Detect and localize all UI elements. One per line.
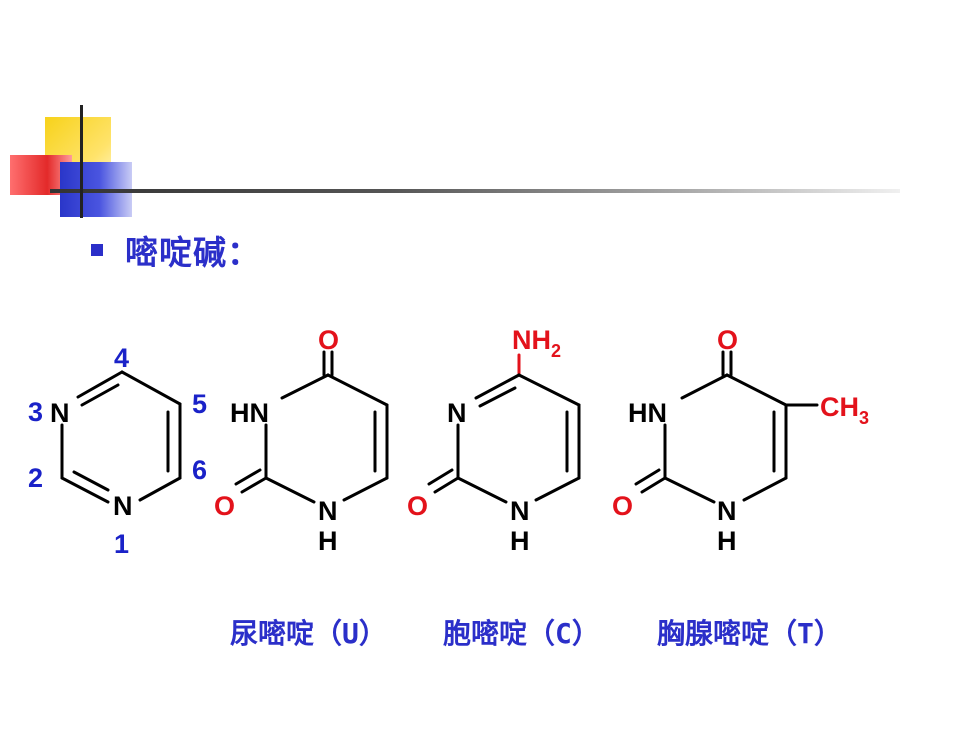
bond-c2-o-double: [427, 468, 454, 486]
cytosine-caption: 胞嘧啶（C）: [443, 617, 600, 650]
bond-c2-n1: [60, 476, 110, 504]
bond-c2-n1: [264, 476, 316, 504]
bond-c4-n3-double: [478, 386, 517, 408]
uracil-caption: 尿嘧啶（U）: [230, 617, 387, 650]
atom-hn3: HN: [628, 398, 667, 428]
atom-o2: O: [407, 491, 428, 521]
bond-c4-n3-double: [80, 383, 120, 407]
atom-nh2: NH2: [512, 325, 561, 361]
atom-n3: N: [50, 398, 70, 428]
bond-c2-o: [240, 476, 268, 494]
bond-c2-n1: [456, 476, 508, 504]
atom-n3: N: [447, 398, 467, 428]
position-5: 5: [192, 389, 207, 419]
position-4: 4: [114, 343, 129, 373]
decor-vertical-line: [80, 105, 83, 218]
bond-c4-n3: [680, 373, 729, 400]
bond-c2-o: [433, 476, 460, 494]
pyrimidine-structure: N N 4 3 5 2 6 1: [28, 343, 207, 559]
bond-c6-n1: [342, 476, 389, 502]
thymine-caption: 胸腺嘧啶（T）: [657, 617, 842, 650]
cytosine-structure: NH2 N O N H: [407, 325, 581, 556]
position-6: 6: [192, 455, 207, 485]
atom-hn3: HN: [230, 398, 269, 428]
nh-text: NH: [512, 325, 551, 355]
bond-c4-n3: [76, 370, 124, 399]
atom-h1: H: [318, 526, 338, 556]
slide-heading: 嘧啶碱：: [125, 233, 261, 272]
uracil-structure: O HN O N H: [214, 325, 389, 556]
bullet-icon: [91, 244, 103, 256]
atom-n1: N: [113, 491, 133, 521]
bond-c2-o-double: [234, 468, 262, 486]
atom-o4: O: [717, 325, 738, 355]
bond-c4-n3: [280, 373, 330, 400]
bond-c2-o-double: [634, 468, 661, 486]
thymine-structure: O HN CH3 O N H: [612, 325, 869, 556]
bond-c4-c5: [326, 373, 389, 407]
atom-o4: O: [318, 325, 339, 355]
bond-c2-o: [640, 476, 667, 494]
bond-c4-c5: [725, 373, 788, 407]
position-3: 3: [28, 397, 43, 427]
bond-c2-n1-double: [72, 470, 110, 492]
bond-c2-n1: [663, 476, 716, 504]
atom-h1: H: [510, 526, 530, 556]
atom-ch3: CH3: [820, 392, 869, 428]
atom-n1: N: [717, 496, 737, 526]
bond-c6-n1: [138, 476, 182, 502]
position-1: 1: [114, 529, 129, 559]
position-2: 2: [28, 463, 43, 493]
bond-c4-c5: [517, 373, 581, 407]
bond-c4-n3: [474, 373, 521, 400]
bond-c6-n1: [534, 476, 581, 502]
ch-subscript: 3: [859, 408, 869, 428]
bond-c4-c5: [120, 370, 182, 406]
bond-c6-n1: [742, 476, 788, 502]
atom-h1: H: [717, 526, 737, 556]
atom-n1: N: [318, 496, 338, 526]
atom-o2: O: [612, 491, 633, 521]
ch-text: CH: [820, 392, 859, 422]
atom-o2: O: [214, 491, 235, 521]
nh-subscript: 2: [551, 341, 561, 361]
atom-n1: N: [510, 496, 530, 526]
title-divider-line: [50, 189, 900, 193]
